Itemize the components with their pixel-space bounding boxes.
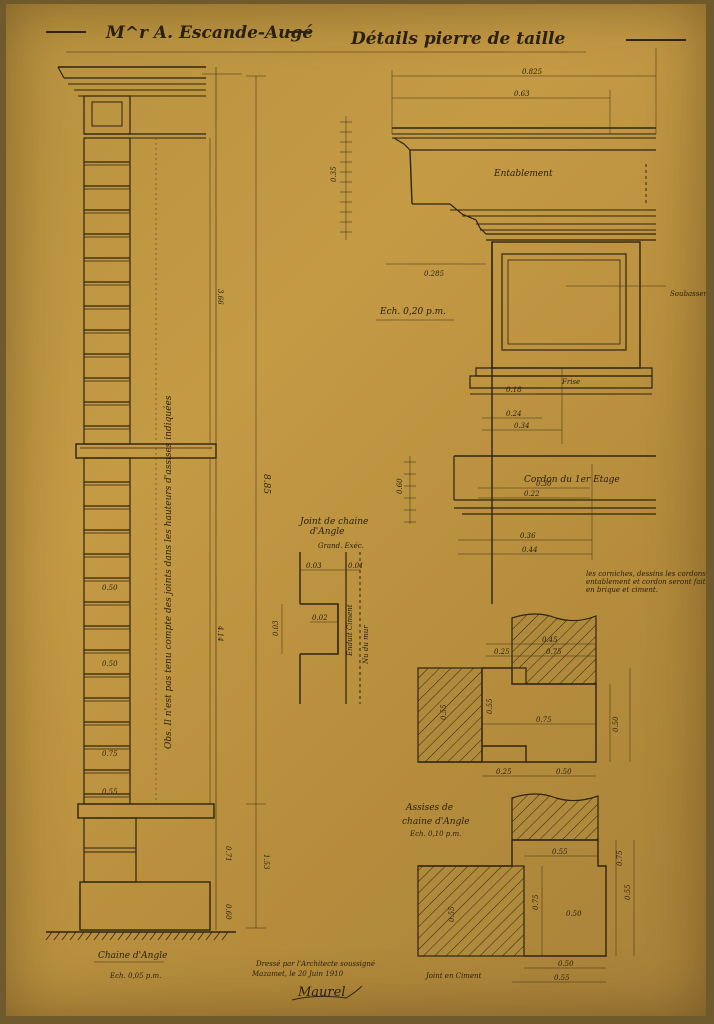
label-entablement: Entablement [493, 169, 553, 179]
width-label-2: 0.50 [102, 660, 118, 668]
joint-subtitle: Grand. Exéc. [318, 542, 364, 550]
ground-hatch-line [213, 931, 221, 941]
cordon-dim-2: 0.22 [524, 490, 540, 498]
joint-dim-2: 0.01 [348, 562, 364, 570]
ground-hatch-line [101, 931, 109, 941]
ground-hatch-line [53, 931, 61, 941]
vertical-note: Obs. Il n'est pas tenu compte des joints… [163, 395, 174, 749]
plan-upper-dim-3: 0.75 [546, 648, 562, 656]
label-cordon: Cordon du 1er Etage [524, 475, 620, 485]
dim-height: 0.35 [330, 166, 338, 182]
ground-hatch-line [205, 931, 213, 941]
plan-upper: 0.45 0.25 0.75 0.75 0.55 0.50 0.55 0.50 … [417, 613, 631, 777]
dim-top-inner: 0.63 [514, 90, 530, 98]
title-client: M^r A. Escande-Augé [105, 23, 313, 43]
ground-hatch-line [181, 931, 189, 941]
elevation-scale: Ech. 0,05 p.m. [109, 972, 161, 980]
plan-lower-dim-5: 0.50 [558, 960, 574, 968]
joint-dim-4: 0.03 [272, 620, 280, 636]
ground-hatch-line [221, 931, 229, 941]
ground-hatch-line [93, 931, 101, 941]
plan-upper-dim-7: 0.55 [486, 698, 494, 714]
plan-upper-dim-6: 0.50 [612, 716, 620, 732]
plan-lower-dim-3: 0.50 [566, 910, 582, 918]
frise-dim-1: 0.18 [506, 386, 522, 394]
ground-hatch-line [149, 931, 157, 941]
ground-hatch-line [141, 931, 149, 941]
ground-hatch-line [61, 931, 69, 941]
ground-hatch-line [85, 931, 93, 941]
signature-line1: Dressé par l'Architecte soussigné [255, 960, 375, 968]
title-subject: Détails pierre de taille [350, 29, 566, 49]
plan-lower-dim-4: 0.55 [448, 906, 456, 922]
signature-block: Dressé par l'Architecte soussigné Mazame… [251, 960, 375, 1001]
dim-plinth: 0.60 [224, 904, 232, 920]
ground-hatch-line [117, 931, 125, 941]
ground-hatch-line [157, 931, 165, 941]
plan-lower-dim-6: 0.55 [554, 974, 570, 982]
frise-dim-3: 0.34 [514, 422, 530, 430]
ground-hatch-line [197, 931, 205, 941]
label-soubassement: Soubassement [670, 290, 706, 298]
ground-hatch-line [77, 931, 85, 941]
title-block: M^r A. Escande-Augé Détails pierre de ta… [46, 23, 686, 53]
architectural-drawing: M^r A. Escande-Augé Détails pierre de ta… [45, 23, 706, 1001]
ground-hatch-line [165, 931, 173, 941]
ground-hatch-line [125, 931, 133, 941]
plan-lower-label-joint: Joint en Ciment [424, 972, 482, 980]
dim-top-overall: 0.825 [522, 68, 543, 76]
plan-lower-scale: Ech. 0,10 p.m. [409, 830, 461, 838]
plan-lower-dim-8: 0.55 [624, 884, 632, 900]
plan-lower-dim-7: 0.75 [616, 850, 624, 866]
frise-dim-2: 0.24 [506, 410, 522, 418]
plan-upper-dim-2: 0.25 [494, 648, 510, 656]
dim-base: 1.53 [262, 854, 270, 870]
cordon-dim-3: 0.36 [520, 532, 536, 540]
plan-lower-dim-1: 0.55 [552, 848, 568, 856]
label-frise: Frise [561, 378, 580, 386]
dim-bottom: 0.285 [424, 270, 445, 278]
cordon-dim-4: 0.44 [522, 546, 538, 554]
plan-upper-dim-4: 0.75 [536, 716, 552, 724]
joint-label-right: Nu du mur [362, 625, 370, 665]
cornice-detail: 0.825 0.63 Entablement 0.35 0.285 Soubas… [330, 48, 706, 604]
ground-hatch-line [109, 931, 117, 941]
dim-middle: 4.14 [216, 625, 224, 642]
dim-total: 8.85 [261, 474, 271, 494]
signature-line2: Mazamet, le 20 Juin 1910 [251, 970, 344, 978]
cordon-dim-1: 0.30 [536, 480, 552, 488]
ground-hatch-line [133, 931, 141, 941]
plan-lower-dim-2: 0.75 [532, 894, 540, 910]
ground-hatch-line [45, 931, 53, 941]
width-label-3: 0.75 [102, 750, 118, 758]
ground-hatch-line [173, 931, 181, 941]
joint-label-left: Enduit Ciment [346, 604, 354, 657]
plan-upper-dim-9: 0.25 [496, 768, 512, 776]
drawing-sheet: M^r A. Escande-Augé Détails pierre de ta… [6, 4, 706, 1016]
joint-dim-3: 0.02 [312, 614, 328, 622]
joint-dim-1: 0.03 [306, 562, 322, 570]
dim-base-lower: 0.71 [224, 846, 232, 862]
width-label-1: 0.50 [102, 584, 118, 592]
plan-upper-dim-5: 0.55 [440, 704, 448, 720]
width-label-4: 0.55 [102, 788, 118, 796]
dim-cordon-height: 0.60 [396, 478, 404, 494]
ground-hatch-line [69, 931, 77, 941]
elevation-drawing: 8.85 3.66 4.14 0.71 0.60 1.53 0.50 0.50 … [45, 66, 271, 980]
cornice-scale: Ech. 0,20 p.m. [379, 307, 446, 317]
plan-upper-dim-1: 0.45 [542, 636, 558, 644]
ground-hatch-line [189, 931, 197, 941]
plan-upper-dim-8: 0.50 [556, 768, 572, 776]
dim-upper: 3.66 [216, 289, 224, 305]
elevation-caption: Chaine d'Angle [98, 951, 167, 961]
